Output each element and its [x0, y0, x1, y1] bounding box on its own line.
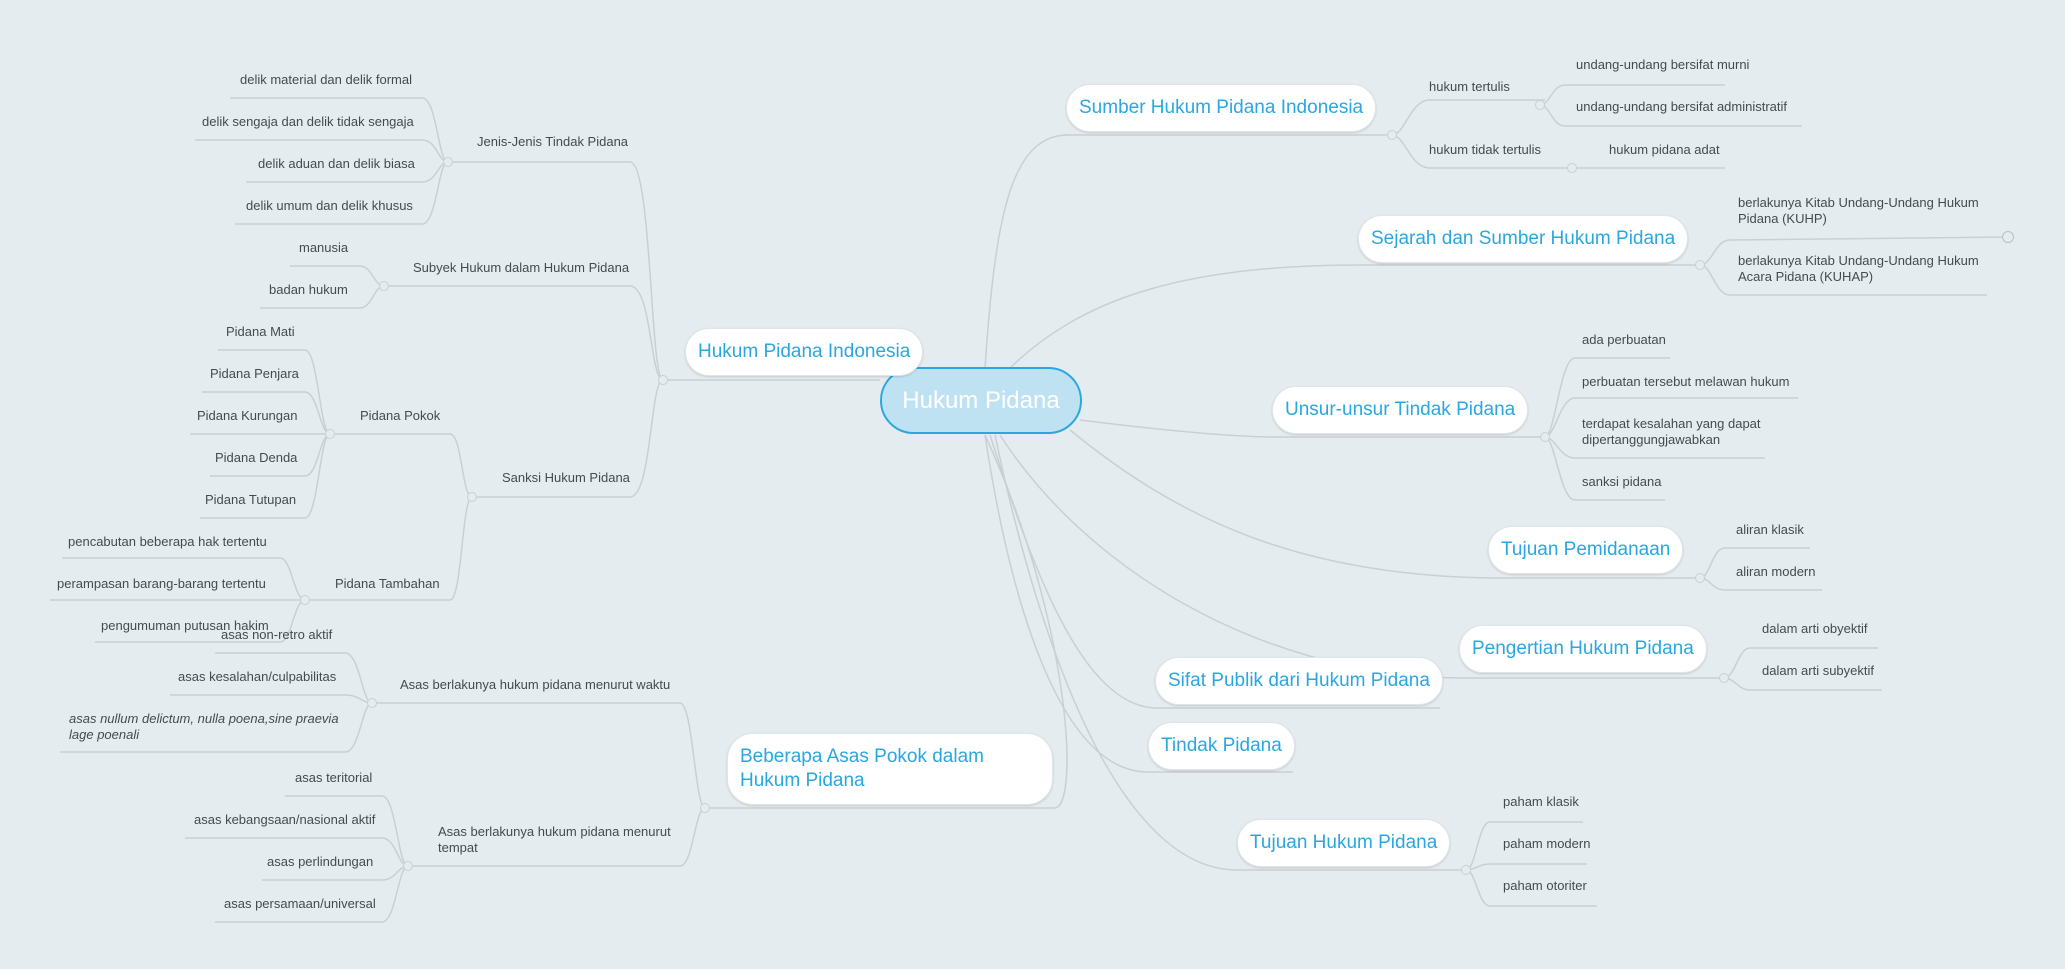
subtopic[interactable]: delik material dan delik formal: [240, 72, 412, 87]
collapse-dot[interactable]: [1719, 673, 1729, 683]
subtopic[interactable]: perbuatan tersebut melawan hukum: [1582, 374, 1790, 389]
subtopic[interactable]: delik aduan dan delik biasa: [258, 156, 415, 171]
subtopic[interactable]: dalam arti subyektif: [1762, 663, 1874, 678]
subtopic[interactable]: Jenis-Jenis Tindak Pidana: [477, 134, 629, 149]
topic-pengertian-hukum-pidana[interactable]: Pengertian Hukum Pidana: [1459, 625, 1707, 673]
collapse-dot[interactable]: [1535, 100, 1545, 110]
subtopic[interactable]: berlakunya Kitab Undang-Undang Hukum Pid…: [1738, 195, 1979, 226]
expand-dot[interactable]: [2002, 231, 2014, 243]
subtopic[interactable]: asas teritorial: [295, 770, 373, 785]
collapse-dot[interactable]: [1540, 432, 1550, 442]
collapse-dot[interactable]: [467, 492, 477, 502]
topic-unsur-unsur-tindak-pidana[interactable]: Unsur-unsur Tindak Pidana: [1272, 386, 1529, 434]
subtopic[interactable]: sanksi pidana: [1582, 474, 1662, 489]
subtopic[interactable]: asas persamaan/universal: [224, 896, 376, 911]
topic-sumber-hukum-pidana-indonesia[interactable]: Sumber Hukum Pidana Indonesia: [1066, 84, 1377, 132]
collapse-dot[interactable]: [700, 803, 710, 813]
subtopic[interactable]: badan hukum: [269, 282, 348, 297]
connector-root-tindak: [984, 434, 1149, 773]
subtopic[interactable]: asas perlindungan: [267, 854, 374, 869]
topic-sifat-publik[interactable]: Sifat Publik dari Hukum Pidana: [1155, 657, 1443, 705]
subtopic[interactable]: pencabutan beberapa hak tertentu: [68, 534, 267, 549]
subtopic[interactable]: delik umum dan delik khusus: [246, 198, 413, 213]
topic-tindak-pidana[interactable]: Tindak Pidana: [1148, 722, 1295, 770]
collapse-dot[interactable]: [367, 698, 377, 708]
collapse-dot[interactable]: [1461, 865, 1471, 875]
subtopic[interactable]: hukum pidana adat: [1609, 142, 1720, 157]
topic-hukum-pidana-indonesia[interactable]: Hukum Pidana Indonesia: [685, 328, 924, 376]
subtopic[interactable]: Pidana Pokok: [360, 408, 441, 423]
subtopic[interactable]: aliran klasik: [1736, 522, 1804, 537]
subtopic[interactable]: Pidana Penjara: [210, 366, 299, 381]
topic-tujuan-hukum-pidana[interactable]: Tujuan Hukum Pidana: [1237, 819, 1451, 867]
subtopic[interactable]: Pidana Mati: [226, 324, 295, 339]
subtopic[interactable]: Pidana Tutupan: [205, 492, 297, 507]
subtopic[interactable]: hukum tertulis: [1429, 79, 1510, 94]
collapse-dot[interactable]: [1695, 260, 1705, 270]
subtopic[interactable]: Sanksi Hukum Pidana: [502, 470, 630, 485]
subtopic[interactable]: asas kebangsaan/nasional aktif: [194, 812, 376, 827]
subtopic[interactable]: Pidana Denda: [215, 450, 298, 465]
subtopic[interactable]: pengumuman putusan hakim: [101, 618, 269, 633]
subtopic[interactable]: delik sengaja dan delik tidak sengaja: [202, 114, 414, 129]
subtopic[interactable]: ada perbuatan: [1582, 332, 1666, 347]
collapse-dot[interactable]: [658, 375, 668, 385]
collapse-dot[interactable]: [300, 595, 310, 605]
collapse-dot[interactable]: [1695, 573, 1705, 583]
subtopic[interactable]: undang-undang bersifat administratif: [1576, 99, 1788, 114]
collapse-dot[interactable]: [1567, 163, 1577, 173]
subtopic[interactable]: asas kesalahan/culpabilitas: [178, 669, 337, 684]
collapse-dot[interactable]: [1387, 130, 1397, 140]
subtopic[interactable]: Asas berlakunya hukum pidana menurut tem…: [438, 824, 671, 855]
subtopic[interactable]: undang-undang bersifat murni: [1576, 57, 1750, 72]
subtopic[interactable]: hukum tidak tertulis: [1429, 142, 1541, 157]
subtopic[interactable]: berlakunya Kitab Undang-Undang Hukum Aca…: [1738, 253, 1979, 284]
subtopic[interactable]: paham otoriter: [1503, 878, 1587, 893]
subtopic[interactable]: asas nullum delictum, nulla poena,sine p…: [69, 711, 339, 742]
connector-root-sumber: [984, 134, 1069, 369]
subtopic[interactable]: Pidana Kurungan: [197, 408, 298, 423]
connector-root-unsur: [1079, 419, 1276, 438]
subtopic[interactable]: dalam arti obyektif: [1762, 621, 1868, 636]
topic-beberapa-asas-pokok[interactable]: Beberapa Asas Pokok dalam Hukum Pidana: [727, 733, 1053, 805]
collapse-dot[interactable]: [443, 157, 453, 167]
subtopic[interactable]: Subyek Hukum dalam Hukum Pidana: [413, 260, 630, 275]
connector-root-sifat: [989, 434, 1156, 709]
connector-root-pengertian: [999, 434, 1461, 679]
subtopic[interactable]: terdapat kesalahan yang dapat dipertangg…: [1582, 416, 1761, 447]
connector-root-sejarah: [1009, 264, 1361, 369]
collapse-dot[interactable]: [379, 281, 389, 291]
central-topic[interactable]: Hukum Pidana: [880, 367, 1082, 434]
connector-root-asas: [705, 434, 1068, 809]
subtopic[interactable]: paham klasik: [1503, 794, 1579, 809]
topic-sejarah-dan-sumber[interactable]: Sejarah dan Sumber Hukum Pidana: [1358, 215, 1689, 263]
collapse-dot[interactable]: [325, 429, 335, 439]
connector-root-tujuan-hukum: [994, 434, 1238, 871]
subtopic[interactable]: Asas berlakunya hukum pidana menurut wak…: [400, 677, 671, 692]
subtopic[interactable]: aliran modern: [1736, 564, 1816, 579]
subtopic[interactable]: perampasan barang-barang tertentu: [57, 576, 266, 591]
topic-tujuan-pemidanaan[interactable]: Tujuan Pemidanaan: [1488, 526, 1684, 574]
subtopic[interactable]: asas non-retro aktif: [221, 627, 333, 642]
subtopic[interactable]: manusia: [299, 240, 349, 255]
connector-root-tujuan-pemidanaan: [1069, 429, 1491, 579]
subtopic[interactable]: Pidana Tambahan: [335, 576, 440, 591]
collapse-dot[interactable]: [403, 861, 413, 871]
subtopic[interactable]: paham modern: [1503, 836, 1591, 851]
